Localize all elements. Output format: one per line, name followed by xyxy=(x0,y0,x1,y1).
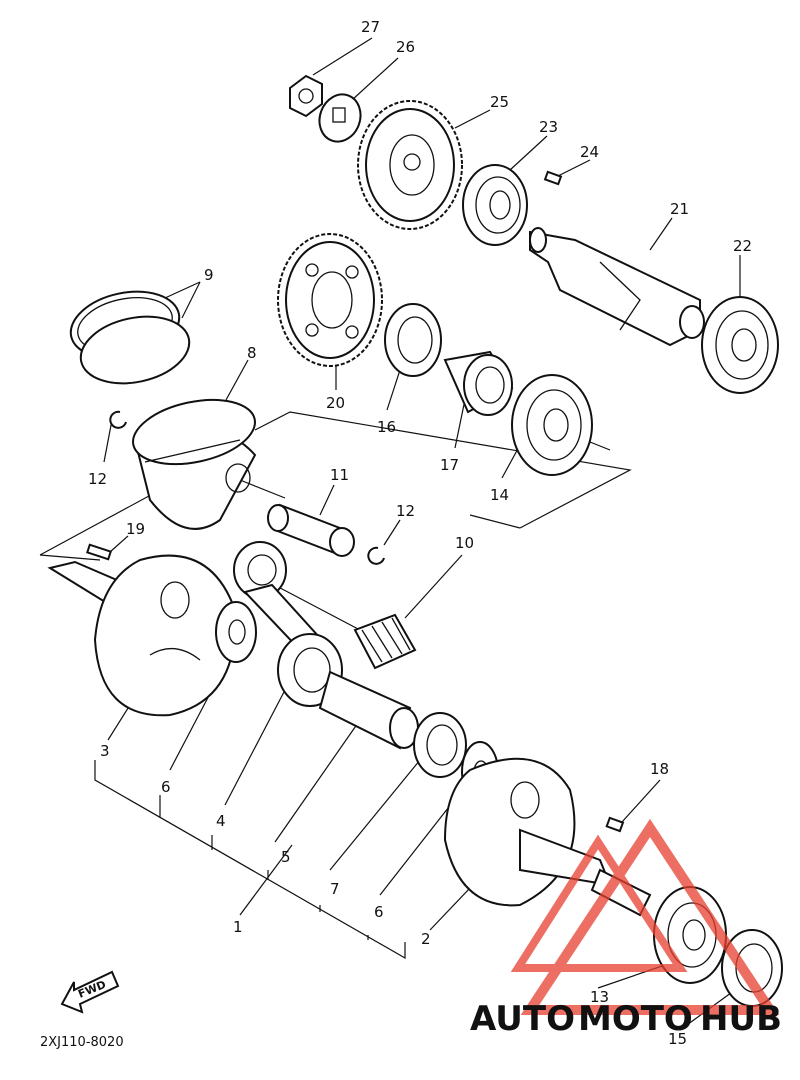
key-18 xyxy=(605,816,625,833)
part-label-1: 1 xyxy=(233,918,243,936)
part-label-26: 26 xyxy=(396,38,415,56)
crank-half-3 xyxy=(47,554,237,717)
crank-half-2 xyxy=(443,757,652,917)
part-label-22: 22 xyxy=(733,237,752,255)
washer-6-left xyxy=(215,601,257,663)
diagram-code: 2XJ110-8020 xyxy=(40,1035,124,1050)
part-label-5: 5 xyxy=(281,848,291,866)
part-label-12b: 12 xyxy=(396,502,415,520)
part-label-21: 21 xyxy=(670,200,689,218)
part-label-19: 19 xyxy=(126,520,145,538)
part-label-6a: 6 xyxy=(161,778,171,796)
clip-12-upper xyxy=(109,410,127,429)
watermark-auto: AUTO xyxy=(470,999,575,1039)
part-label-27: 27 xyxy=(361,18,380,36)
seal-16 xyxy=(384,303,442,377)
part-label-18: 18 xyxy=(650,760,669,778)
washer-26 xyxy=(318,93,362,143)
part-label-8: 8 xyxy=(247,344,257,362)
seal-15 xyxy=(721,929,783,1007)
part-label-2: 2 xyxy=(421,930,431,948)
fwd-arrow: FWD xyxy=(60,970,120,1014)
bearing-14 xyxy=(511,374,593,476)
part-label-10: 10 xyxy=(455,534,474,552)
clip-12-lower xyxy=(367,546,385,565)
watermark-moto: MOTO xyxy=(578,999,693,1039)
part-label-12a: 12 xyxy=(88,470,107,488)
key-24 xyxy=(543,170,563,186)
bearing-22 xyxy=(701,296,779,394)
needle-bearing-7 xyxy=(413,712,467,778)
part-label-25: 25 xyxy=(490,93,509,111)
part-labels: 1 2 3 4 5 6 6 7 8 9 10 11 12 12 13 14 15… xyxy=(88,18,752,1048)
part-label-24: 24 xyxy=(580,143,599,161)
collar-17 xyxy=(443,350,514,416)
part-label-6b: 6 xyxy=(374,903,384,921)
gear-25 xyxy=(357,100,463,230)
watermark-hub: HUB xyxy=(700,999,782,1039)
part-label-14: 14 xyxy=(490,486,509,504)
gear-20 xyxy=(277,233,383,367)
part-label-11: 11 xyxy=(330,466,349,484)
part-label-4: 4 xyxy=(216,812,226,830)
piston-8 xyxy=(132,398,257,530)
part-label-3: 3 xyxy=(100,742,110,760)
part-label-13: 13 xyxy=(590,988,609,1006)
part-label-23: 23 xyxy=(539,118,558,136)
watermark: AUTO MOTO HUB xyxy=(470,818,782,1039)
part-label-16: 16 xyxy=(377,418,396,436)
piston-pin-11 xyxy=(267,503,355,557)
crank-pin-5 xyxy=(318,670,419,750)
needle-bearing-10 xyxy=(353,613,417,670)
part-label-20: 20 xyxy=(326,394,345,412)
watermark-triangle-logo xyxy=(510,818,780,1015)
part-label-9: 9 xyxy=(204,266,214,284)
key-19 xyxy=(86,543,112,561)
nut-27 xyxy=(289,74,323,118)
part-label-17: 17 xyxy=(440,456,459,474)
part-label-7: 7 xyxy=(330,880,340,898)
balancer-shaft-21 xyxy=(529,227,705,347)
part-label-15: 15 xyxy=(668,1030,687,1048)
piston-rings-9 xyxy=(69,290,191,385)
bearing-23 xyxy=(462,164,528,246)
